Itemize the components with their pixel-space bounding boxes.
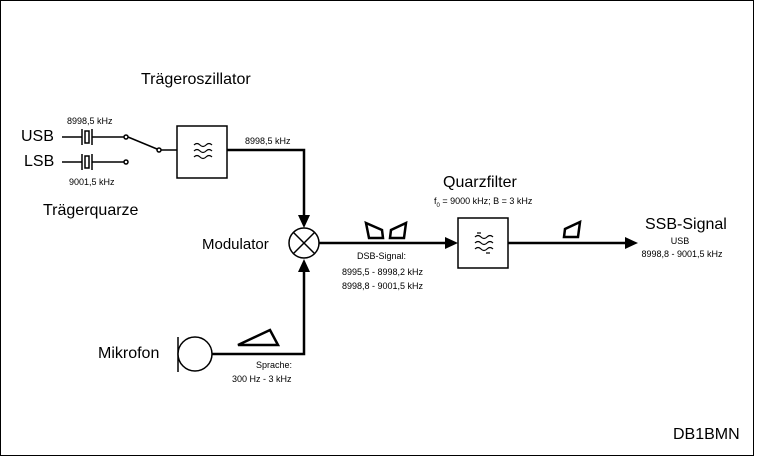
carrier-crystals-title: Trägerquarze xyxy=(43,202,139,219)
dsb-upper-range: 8998,8 - 9001,5 kHz xyxy=(342,281,424,291)
carrier-oscillator-title: Trägeroszillator xyxy=(141,71,251,88)
audio-path-arrow-icon xyxy=(212,259,310,356)
oscillator-block-icon xyxy=(176,125,228,179)
oscillator-output-frequency: 8998,5 kHz xyxy=(245,136,291,146)
crystal-switch-icon xyxy=(127,136,177,153)
dsb-lower-range: 8995,5 - 8998,2 kHz xyxy=(342,267,424,277)
quartz-filter-block-icon xyxy=(457,217,509,269)
dsb-signal-label: DSB-Signal: xyxy=(357,251,407,261)
dsb-path-arrow-icon xyxy=(319,237,458,249)
ssb-frequency-range: 8998,8 - 9001,5 kHz xyxy=(641,249,723,259)
lsb-label: LSB xyxy=(24,153,55,170)
usb-label: USB xyxy=(21,128,54,145)
quartz-filter-title: Quarzfilter xyxy=(443,174,517,191)
speech-spectrum-icon xyxy=(237,328,281,347)
modulator-mixer-icon xyxy=(288,227,320,259)
usb-crystal-frequency: 8998,5 kHz xyxy=(67,116,113,126)
ssb-sideband-icon xyxy=(562,219,582,239)
dsb-upper-sideband-icon xyxy=(388,220,408,240)
dsb-lower-sideband-icon xyxy=(364,220,385,240)
filter-spec-rest: = 9000 kHz; B = 3 kHz xyxy=(439,196,533,206)
speech-range: 300 Hz - 3 kHz xyxy=(232,374,292,384)
speech-label: Sprache: xyxy=(256,360,293,370)
lsb-crystal-frequency: 9001,5 kHz xyxy=(69,177,115,187)
microphone-icon xyxy=(177,336,213,372)
ssb-path-arrow-icon xyxy=(508,237,638,249)
lsb-crystal-icon xyxy=(62,154,129,170)
microphone-label: Mikrofon xyxy=(98,345,160,362)
ssb-signal-title: SSB-Signal xyxy=(645,216,727,233)
filter-spec-subscript: 0 xyxy=(436,202,440,209)
author-label: DB1BMN xyxy=(673,426,740,443)
quartz-filter-spec: f0 = 9000 kHz; B = 3 kHz xyxy=(434,197,532,209)
filter-spec-f: f xyxy=(434,196,437,206)
ssb-sideband-label: USB xyxy=(670,236,690,246)
carrier-path-arrow-icon xyxy=(227,148,310,228)
modulator-label: Modulator xyxy=(202,236,269,253)
usb-crystal-icon xyxy=(62,129,129,145)
